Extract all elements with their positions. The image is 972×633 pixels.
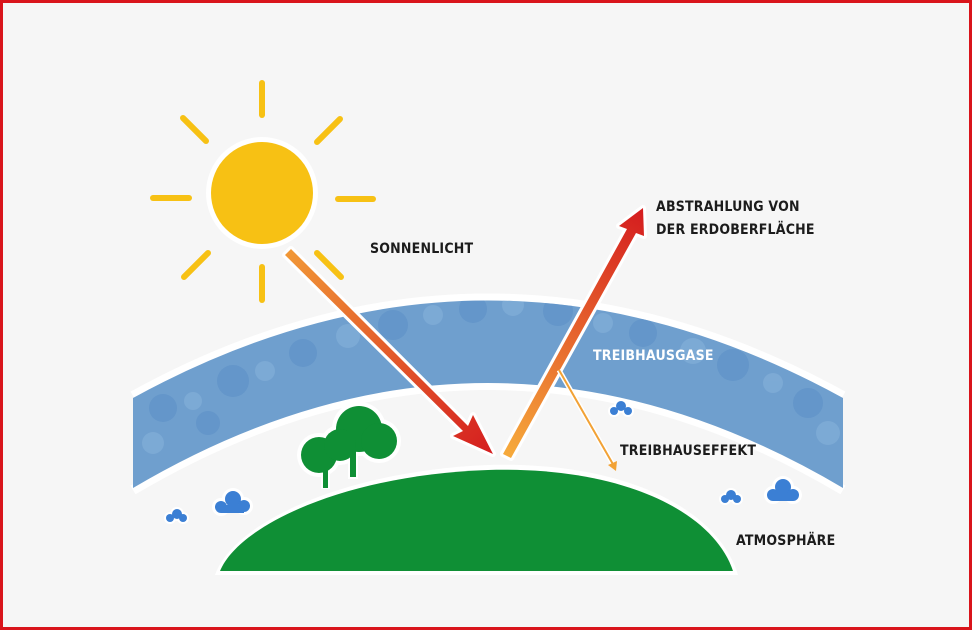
cloud-icon: [164, 507, 189, 524]
tree-icon: [297, 402, 401, 489]
label-sunlight: SONNENLICHT: [370, 241, 473, 257]
cloud-icon: [719, 488, 743, 505]
label-emission-line1: ABSTRAHLUNG VON: [656, 199, 800, 215]
earth-surface: [215, 464, 738, 575]
sun-icon: [206, 137, 318, 249]
cloud-icon: [608, 399, 634, 417]
gas-bubbles: [142, 300, 840, 454]
cloud-icon: [212, 488, 253, 516]
label-atmosphere: ATMOSPHÄRE: [736, 532, 835, 549]
sun-rays: [150, 80, 376, 303]
greenhouse-effect-arrow: [556, 368, 617, 471]
label-greenhouse-gases: TREIBHAUSGASE: [593, 348, 714, 364]
cloud-icon: [764, 476, 802, 504]
label-greenhouse-effect: TREIBHAUSEFFEKT: [620, 443, 756, 459]
emission-arrow: [500, 205, 647, 461]
greenhouse-diagram: SONNENLICHT ABSTRAHLUNG VON DER ERDOBERF…: [130, 80, 846, 575]
sunlight-arrow: [282, 246, 496, 457]
greenhouse-gas-layer: [130, 293, 846, 495]
label-emission-line2: DER ERDOBERFLÄCHE: [656, 221, 815, 238]
